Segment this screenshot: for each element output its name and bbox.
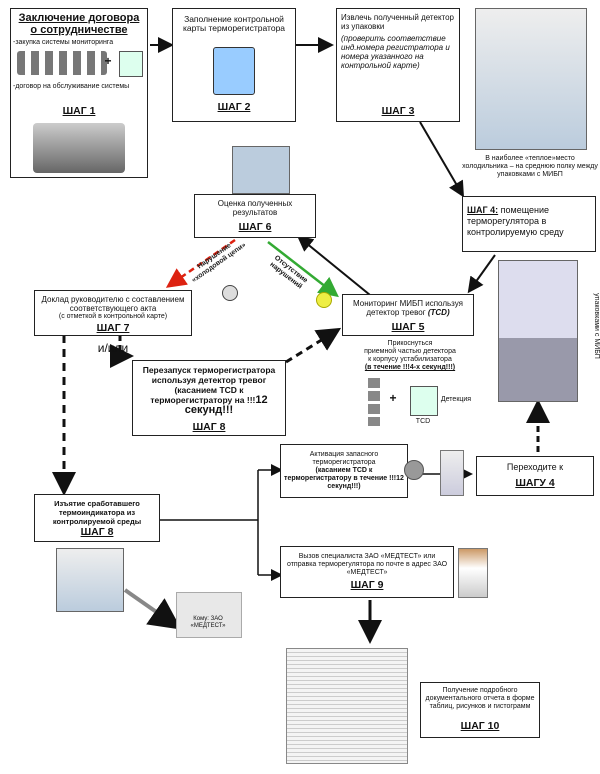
tcd-label: TCD <box>415 418 431 425</box>
nurse-image <box>232 146 290 194</box>
step4-box: ШАГ 4: помещение терморегулятора в контр… <box>462 196 596 252</box>
arrow-ok <box>267 241 339 298</box>
step8a-box: Перезапуск терморегистратора используя д… <box>132 360 286 436</box>
step9-box: Вызов специалиста ЗАО «МЕДТЕСТ» или отпр… <box>280 546 454 598</box>
detection-label: Детекция <box>440 396 472 403</box>
step5-text: Мониторинг МИБП используя детектор трево… <box>353 299 463 317</box>
sad-face-icon <box>222 285 238 301</box>
cooler-image <box>498 260 578 402</box>
goto-label: ШАГУ 4 <box>515 477 555 489</box>
activation-text: Активация запасного терморегистратора <box>309 451 379 466</box>
step4-text: помещение терморегулятора в контролируем… <box>467 205 564 237</box>
step6-text: Оценка полученных результатов <box>217 199 293 217</box>
step7-label: ШАГ 7 <box>96 322 130 334</box>
envelope-text: Кому: ЗАО «МЕДТЕСТ» <box>190 616 226 629</box>
sensors-image <box>368 378 380 426</box>
step9-text: Вызов специалиста ЗАО «МЕДТЕСТ» или отпр… <box>286 553 448 576</box>
step10-text: Получение подробного документального отч… <box>425 687 535 710</box>
step8a-label: ШАГ 8 <box>192 421 226 433</box>
step1-line2: -договор на обслуживание системы <box>13 83 130 90</box>
step1-title: Заключение договора о сотрудничестве <box>18 12 140 36</box>
goto-step4-box: Переходите к ШАГУ 4 <box>476 456 594 496</box>
step8b-label: ШАГ 8 <box>80 526 114 538</box>
step2-label: ШАГ 2 <box>217 101 251 113</box>
step6-label: ШАГ 6 <box>238 221 272 233</box>
step8a-text: Перезапуск терморегистратора используя д… <box>142 365 276 405</box>
detector-image <box>119 51 143 77</box>
step5-note2: приемной частью детектора <box>364 348 456 355</box>
step3-text2: (проверить соответствие инд.номера регис… <box>341 34 450 70</box>
sensor-disc-image <box>404 460 424 480</box>
handshake-image <box>33 123 125 173</box>
step5-tcd: (TCD) <box>427 308 450 317</box>
fridge-small-image <box>56 548 124 612</box>
envelope-image <box>176 592 242 638</box>
step4-label: ШАГ 4: <box>467 205 499 215</box>
step10-box: Получение подробного документального отч… <box>420 682 540 738</box>
step3-box: Извлечь полученный детектор из упаковки … <box>336 8 460 122</box>
step7-note: (с отметкой в контрольной карте) <box>58 313 168 320</box>
tcd-detector-image <box>410 386 438 416</box>
step7-box: Доклад руководителю с составлением соотв… <box>34 290 192 336</box>
activation-bold: (касанием TCD к терморегистратору в тече… <box>284 467 404 490</box>
doctor-figure-image <box>440 450 464 496</box>
step1-label: ШАГ 1 <box>62 105 96 117</box>
step3-label: ШАГ 3 <box>381 105 415 117</box>
step9-label: ШАГ 9 <box>350 579 384 591</box>
step2-box: Заполнение контрольной карты терморегист… <box>172 8 296 122</box>
step8b-text: Изъятие сработавшего термоиндикатора из … <box>52 499 142 526</box>
arrow-3-4 <box>419 121 465 198</box>
step1-box: Заключение договора о сотрудничестве -за… <box>10 8 148 178</box>
specialist-image <box>458 548 488 598</box>
step5-note4: (в течение !!!4-х секунд!!!) <box>364 364 456 371</box>
form-filling-image <box>213 47 255 95</box>
step7-text: Доклад руководителю с составлением соотв… <box>41 295 185 313</box>
thermo-sensors-image <box>17 51 107 75</box>
fridge-note: В наиболее «теплое»место холодильника – … <box>462 155 598 178</box>
arrow-violation <box>165 238 236 288</box>
step2-text: Заполнение контрольной карты терморегист… <box>182 14 286 33</box>
fridge-image <box>475 8 587 150</box>
report-image <box>286 648 408 764</box>
side-note: В центре терморегистратора между упаковк… <box>593 293 600 359</box>
step8b-box: Изъятие сработавшего термоиндикатора из … <box>34 494 160 542</box>
arrow-4-5 <box>467 254 496 294</box>
step6-box: Оценка полученных результатов ШАГ 6 <box>194 194 316 238</box>
step5-box: Мониторинг МИБП используя детектор трево… <box>342 294 474 336</box>
step1-line1: -закупка системы мониторинга <box>13 39 114 46</box>
step5-label: ШАГ 5 <box>391 321 425 333</box>
goto-text: Переходите к <box>506 462 564 472</box>
step3-text1: Извлечь полученный детектор из упаковки <box>341 13 454 31</box>
step10-label: ШАГ 10 <box>460 720 500 732</box>
smiley-icon <box>316 292 332 308</box>
arrow-8-5 <box>285 327 342 364</box>
step8a-bold: 12 секунд!!! <box>184 394 268 416</box>
or-label: и/или <box>97 341 129 355</box>
step5-note3: к корпусу устабилизатора <box>368 356 452 363</box>
activation-box: Активация запасного терморегистратора (к… <box>280 444 408 498</box>
arrow-5-6 <box>296 235 371 296</box>
step5-note1: Прикоснуться <box>387 340 433 347</box>
